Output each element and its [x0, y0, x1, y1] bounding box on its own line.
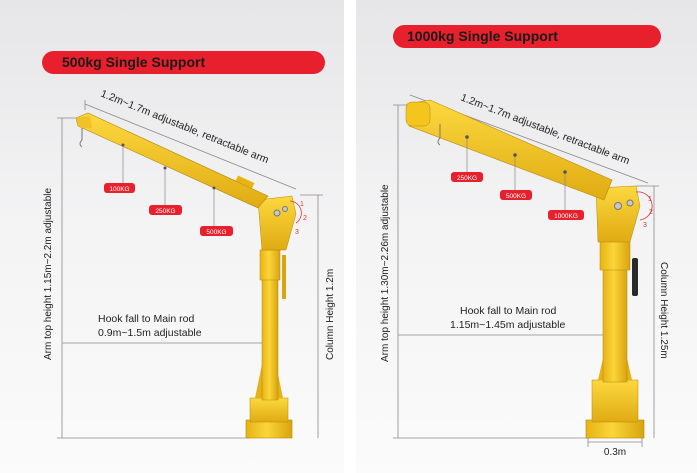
right-load-tag-2: 500KG — [506, 193, 526, 200]
left-hook-fall-line1: Hook fall to Main rod — [98, 313, 194, 325]
left-banner: 500kg Single Support — [42, 51, 325, 74]
left-crane — [75, 112, 302, 439]
right-pin-2: 2 — [649, 209, 653, 216]
right-pin-numbers: 1 2 3 — [643, 196, 653, 229]
left-load-tag-3: 500KG — [206, 229, 226, 236]
left-load-tags: 100KG 250KG 500KG — [104, 183, 233, 236]
left-banner-text: 500kg Single Support — [62, 54, 206, 70]
right-arm-height-label: Arm top height 1.30m~2.26m adjustable — [380, 184, 391, 362]
left-load-tag-2: 250KG — [155, 208, 175, 215]
right-hook-fall-line1: Hook fall to Main rod — [460, 305, 556, 317]
left-column-height-label: Column Height 1.2m — [325, 269, 336, 360]
right-base-width-label: 0.3m — [604, 447, 626, 458]
left-arm-label: 1.2m~1.7m adjustable, retractable arm — [99, 88, 271, 167]
right-hook-fall-line2: 1.15m~1.45m adjustable — [450, 319, 565, 331]
left-load-tag-1: 100KG — [109, 186, 129, 193]
right-banner: 1000kg Single Support — [393, 25, 661, 48]
left-hook-fall-line2: 0.9m~1.5m adjustable — [98, 327, 202, 339]
left-pin-2: 2 — [303, 215, 307, 222]
right-load-tag-3: 1000KG — [554, 213, 578, 220]
right-crane — [405, 99, 653, 439]
left-dimension-lines — [57, 100, 323, 439]
left-pin-numbers: 1 2 3 — [295, 201, 307, 236]
right-pin-3: 3 — [643, 222, 647, 229]
left-pin-1: 1 — [300, 201, 304, 208]
right-pin-1: 1 — [648, 196, 652, 203]
left-arm-height-label: Arm top height 1.15m~2.2m adjustable — [43, 188, 54, 360]
left-pin-3: 3 — [295, 229, 299, 236]
right-load-tag-1: 250KG — [457, 175, 477, 182]
right-banner-text: 1000kg Single Support — [407, 28, 558, 44]
right-panel — [356, 0, 697, 473]
right-column-height-label: Column Height 1.25m — [658, 262, 669, 359]
right-load-tags: 250KG 500KG 1000KG — [451, 172, 584, 220]
